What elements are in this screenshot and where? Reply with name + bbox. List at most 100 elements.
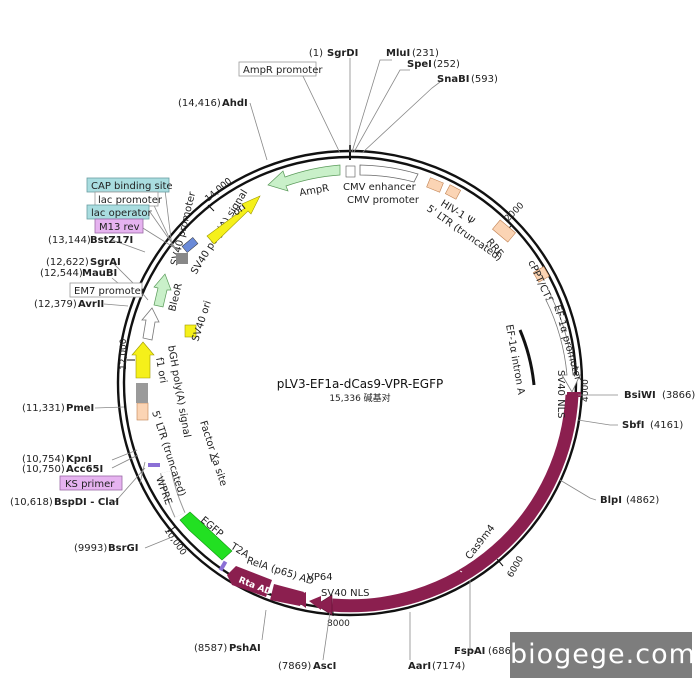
site-pshai-pos: (8587): [194, 643, 227, 654]
cppt-block: [532, 266, 550, 283]
lac-promoter-label: lac promoter: [98, 195, 163, 206]
site-aari-name: AarI: [408, 661, 431, 672]
rela-arrow: [270, 584, 304, 606]
site-bspdi-name: BspDI - ClaI: [54, 497, 119, 508]
tick-10000: 10,000: [162, 526, 188, 558]
ltr5b-block: [136, 402, 149, 421]
site-spei-name: SpeI: [407, 59, 432, 70]
feature-bgh-label: bGH poly(A) signal: [165, 345, 192, 439]
site-bsrgi-name: BsrGI: [108, 543, 138, 554]
ks-primer-box: [59, 475, 123, 491]
site-ahdi-name: AhdI: [222, 98, 248, 109]
plasmid-size: 15,336 碱基对: [329, 392, 390, 404]
lac-operator-block: [181, 237, 199, 253]
m13-rev-label: M13 rev: [99, 222, 140, 233]
egfp-arrow: [179, 511, 233, 561]
ks-primer-label: KS primer: [65, 479, 115, 490]
rre-block: [492, 219, 516, 243]
site-mlui-name: MluI: [386, 48, 410, 59]
factor-xa-mark: [209, 453, 213, 463]
tick-8000: 8000: [327, 619, 350, 629]
feature-cmv-enhancer-label: CMV enhancer: [343, 182, 417, 193]
feature-ampr-label: AmpR: [299, 183, 330, 199]
cas9-arc: [331, 394, 579, 613]
site-avrii-name: AvrII: [78, 299, 104, 310]
site-bspdi-pos: (10,618): [10, 497, 53, 508]
feature-sv40ori-label: SV40 ori: [190, 299, 213, 342]
wpre-arc: [161, 470, 185, 518]
t2a-block: [218, 560, 228, 572]
site-acc65i-pos: (10,750): [22, 464, 65, 475]
site-mlui-pos: (231): [412, 48, 439, 59]
sv40-nls-arrow: [309, 596, 321, 610]
site-acc65i-name: Acc65I: [66, 464, 103, 475]
site-aari-pos: (7174): [432, 661, 465, 672]
site-bsiwi-name: BsiWI: [624, 390, 656, 401]
site-asci-name: AscI: [313, 661, 336, 672]
ampr-promoter-label: AmpR promoter: [243, 65, 323, 76]
rta-arrow: [227, 566, 272, 597]
sv40-promoter-arrow: [141, 307, 160, 341]
sv40pa-block: [176, 253, 188, 264]
site-pmei-name: PmeI: [66, 403, 94, 414]
m13-rev-box: [94, 218, 144, 234]
site-sbfi-name: SbfI: [622, 420, 644, 431]
site-snabi-pos: (593): [471, 74, 498, 85]
site-sbfi-pos: (4161): [650, 420, 683, 431]
ef1a-intron-arc: [518, 329, 536, 386]
site-sgrdi-pos: (1): [309, 48, 323, 59]
site-kpni-pos: (10,754): [22, 454, 65, 465]
cas9-arrowhead: [315, 594, 333, 616]
site-ahdi-pos: (14,416): [178, 98, 221, 109]
site-avrii-pos: (12,379): [34, 299, 77, 310]
site-maubi-pos: (12,544): [40, 268, 83, 279]
site-bstz17i-name: BstZ17I: [90, 235, 133, 246]
hiv-psi-block: [444, 184, 462, 200]
site-fspai-name: FspAI: [454, 646, 485, 657]
site-bstz17i-pos: (13,144): [48, 235, 91, 246]
watermark: biogege.com: [510, 632, 695, 678]
ori-arrow: [206, 195, 261, 245]
plasmid-name: pLV3-EF1a-dCas9-VPR-EGFP: [277, 377, 443, 391]
site-kpni-name: KpnI: [66, 454, 92, 465]
feature-vp64-label: VP64: [307, 572, 333, 583]
tick-4000: 4000: [581, 379, 591, 402]
sv40ori-block: [184, 324, 197, 338]
f1ori-arrow: [131, 341, 155, 379]
site-bsrgi-pos: (9993): [74, 543, 107, 554]
site-sgrdi-name: SgrDI: [327, 48, 358, 59]
site-bsiwi-pos: (3866): [662, 390, 695, 401]
ampr-arrow: [267, 164, 341, 192]
site-blpi-name: BlpI: [600, 495, 622, 506]
site-spei-pos: (252): [433, 59, 460, 70]
tick-12000: 12,000: [119, 338, 129, 370]
sv40-nls-top-block: [567, 392, 581, 397]
cmv-enhancer-arc: [359, 164, 419, 183]
site-pshai-name: PshAI: [229, 643, 261, 654]
site-asci-pos: (7869): [278, 661, 311, 672]
feature-cmv-promoter-label: CMV promoter: [347, 195, 420, 206]
tick-6000: 6000: [506, 554, 526, 579]
site-fspai-pos: (6864): [488, 646, 521, 657]
cas9-split-mark: [454, 567, 463, 573]
lac-operator-label: lac operator: [91, 208, 152, 219]
ampr-promoter-block: [345, 165, 356, 178]
bgh-block: [136, 383, 148, 403]
feature-f1ori-label: f1 ori: [153, 357, 168, 385]
feature-factor-xa-label: Factor Xa site: [197, 420, 228, 488]
site-blpi-pos: (4862): [626, 495, 659, 506]
site-snabi-name: SnaBI: [437, 74, 469, 85]
cap-binding-site-label: CAP binding site: [91, 181, 173, 192]
site-sgrai-pos: (12,622): [46, 257, 89, 268]
bleor-arrow: [153, 273, 172, 308]
site-pmei-pos: (11,331): [22, 403, 65, 414]
ef1a-promoter-arrow: [545, 297, 581, 393]
site-maubi-name: MauBI: [82, 268, 117, 279]
em7-promoter-box: [69, 282, 143, 298]
ampr-promoter-box: [238, 61, 317, 77]
ltr5-block: [426, 177, 444, 193]
feature-sv40-nls-top-label: SV40 NLS: [555, 370, 566, 419]
ks-primer-mark: [148, 463, 160, 467]
